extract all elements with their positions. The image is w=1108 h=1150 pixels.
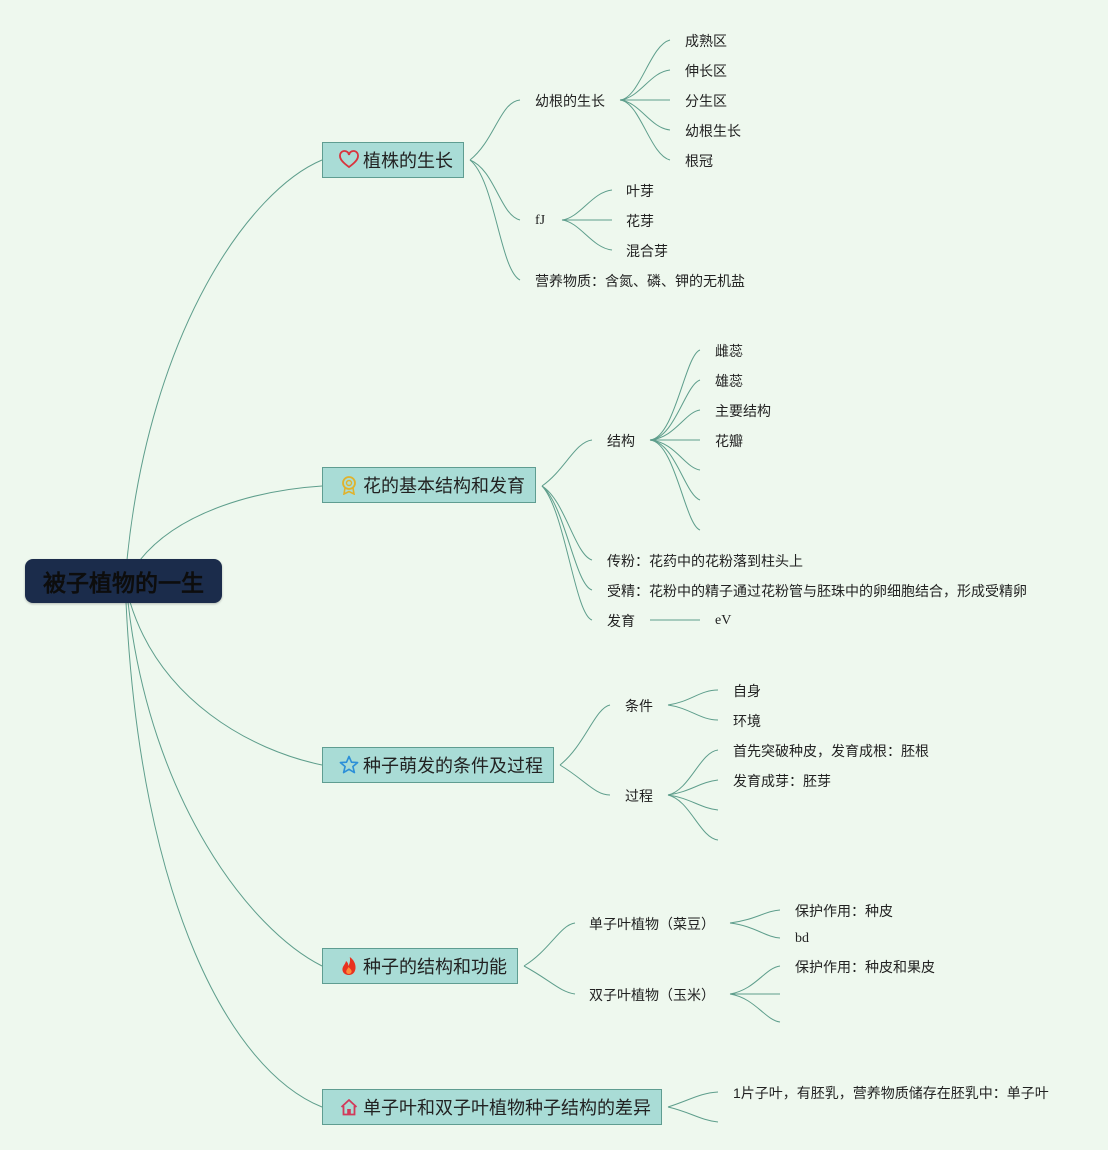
edge-difference-1 <box>667 1091 719 1108</box>
topic-seed-structure[interactable]: 种子的结构和功能 <box>322 948 518 984</box>
dicot-node[interactable]: 双子叶植物（玉米） <box>589 987 715 1003</box>
dicot-item[interactable]: 保护作用：种皮和果皮 <box>795 959 935 975</box>
edge-radicle-2 <box>619 69 671 101</box>
pollination-node[interactable]: 传粉：花药中的花粉落到柱头上 <box>607 553 803 569</box>
edge-bud-1 <box>561 189 613 221</box>
badge-icon <box>339 475 359 495</box>
edge-germination-conditions <box>559 704 611 766</box>
edge-flower-development <box>541 485 593 621</box>
radicle-item[interactable]: 伸长区 <box>685 63 727 79</box>
condition-item[interactable]: 环境 <box>733 713 761 729</box>
edge-structure-1 <box>649 349 701 441</box>
edge-radicle-1 <box>619 39 671 101</box>
edge-growth-bud <box>469 159 521 221</box>
edge-process-3 <box>667 794 719 811</box>
topic-difference[interactable]: 单子叶和双子叶植物种子结构的差异 <box>322 1089 662 1125</box>
edge-conditions-1 <box>667 689 719 706</box>
bud-item[interactable]: 混合芽 <box>626 243 668 259</box>
development-node[interactable]: 发育 <box>607 613 635 629</box>
edge-growth-nutrients <box>469 159 521 281</box>
edge-radicle-5 <box>619 99 671 161</box>
edge-growth-radicle <box>469 99 521 161</box>
edge-seed-monocot <box>523 922 576 967</box>
edge-process-1 <box>667 749 719 796</box>
structure-item[interactable]: 雄蕊 <box>715 373 743 389</box>
structure-item[interactable]: 花瓣 <box>715 433 743 449</box>
edge-bud-3 <box>561 219 613 251</box>
development-child[interactable]: eV <box>715 613 732 628</box>
star-icon <box>339 755 359 775</box>
nutrients-node[interactable]: 营养物质：含氮、磷、钾的无机盐 <box>535 273 745 289</box>
edge-dicot-3 <box>729 993 781 1023</box>
radicle-item[interactable]: 分生区 <box>685 93 727 109</box>
edge-root-flower <box>139 485 323 561</box>
edge-flower-fertilization <box>541 485 593 591</box>
edge-process-2 <box>667 779 719 796</box>
edge-conditions-2 <box>667 704 719 721</box>
fertilization-node[interactable]: 受精：花粉中的精子通过花粉管与胚珠中的卵细胞结合，形成受精卵 <box>607 583 1027 599</box>
bud-node[interactable]: fJ <box>535 213 546 228</box>
topic-seed-structure-label: 种子的结构和功能 <box>363 957 507 977</box>
topic-germination-label: 种子萌发的条件及过程 <box>363 756 543 776</box>
home-icon <box>339 1097 359 1117</box>
monocot-node[interactable]: 单子叶植物（菜豆） <box>589 916 715 932</box>
structure-item[interactable]: 主要结构 <box>715 403 771 419</box>
edge-root-germination <box>129 601 323 766</box>
edge-root-difference <box>125 601 323 1108</box>
edge-structure-5 <box>649 439 701 471</box>
bud-item[interactable]: 叶芽 <box>626 183 654 199</box>
edge-structure-3 <box>649 409 701 441</box>
edge-root-seed-structure <box>127 601 323 967</box>
edge-root-plant-growth <box>126 159 323 561</box>
edge-structure-6 <box>649 439 701 501</box>
edge-seed-dicot <box>523 965 576 995</box>
topic-plant-growth[interactable]: 植株的生长 <box>322 142 464 178</box>
topic-plant-growth-label: 植株的生长 <box>363 151 453 171</box>
process-item[interactable]: 发育成芽：胚芽 <box>733 773 831 789</box>
radicle-item[interactable]: 幼根生长 <box>685 123 741 139</box>
heart-icon <box>339 150 359 170</box>
edge-flower-structure <box>541 439 593 487</box>
condition-item[interactable]: 自身 <box>733 683 761 699</box>
radicle-growth-node[interactable]: 幼根的生长 <box>535 93 605 109</box>
topic-flower[interactable]: 花的基本结构和发育 <box>322 467 536 503</box>
edge-radicle-4 <box>619 99 671 131</box>
root-topic-label: 被子植物的一生 <box>43 570 204 596</box>
conditions-node[interactable]: 条件 <box>625 698 653 714</box>
monocot-item[interactable]: bd <box>795 931 809 946</box>
topic-flower-label: 花的基本结构和发育 <box>363 476 525 496</box>
edge-structure-2 <box>649 379 701 441</box>
structure-item[interactable]: 雌蕊 <box>715 343 743 359</box>
topic-difference-label: 单子叶和双子叶植物种子结构的差异 <box>363 1098 651 1118</box>
edge-process-4 <box>667 794 719 841</box>
edge-structure-7 <box>649 439 701 531</box>
edge-monocot-1 <box>729 909 781 924</box>
fire-icon <box>339 956 359 976</box>
structure-node[interactable]: 结构 <box>607 433 635 449</box>
topic-germination[interactable]: 种子萌发的条件及过程 <box>322 747 554 783</box>
difference-item[interactable]: 1片子叶，有胚乳，营养物质储存在胚乳中：单子叶 <box>733 1085 1049 1101</box>
edge-flower-pollination <box>541 485 593 561</box>
process-node[interactable]: 过程 <box>625 788 653 804</box>
edge-dicot-1 <box>729 965 781 995</box>
process-item[interactable]: 首先突破种皮，发育成根：胚根 <box>733 743 929 759</box>
root-topic[interactable]: 被子植物的一生 <box>25 559 222 603</box>
radicle-item[interactable]: 成熟区 <box>685 33 727 49</box>
radicle-item[interactable]: 根冠 <box>685 153 713 169</box>
edge-germination-process <box>559 764 611 796</box>
edge-difference-2 <box>667 1106 719 1123</box>
edge-monocot-2 <box>729 922 781 939</box>
bud-item[interactable]: 花芽 <box>626 213 654 229</box>
monocot-item[interactable]: 保护作用：种皮 <box>795 903 893 919</box>
